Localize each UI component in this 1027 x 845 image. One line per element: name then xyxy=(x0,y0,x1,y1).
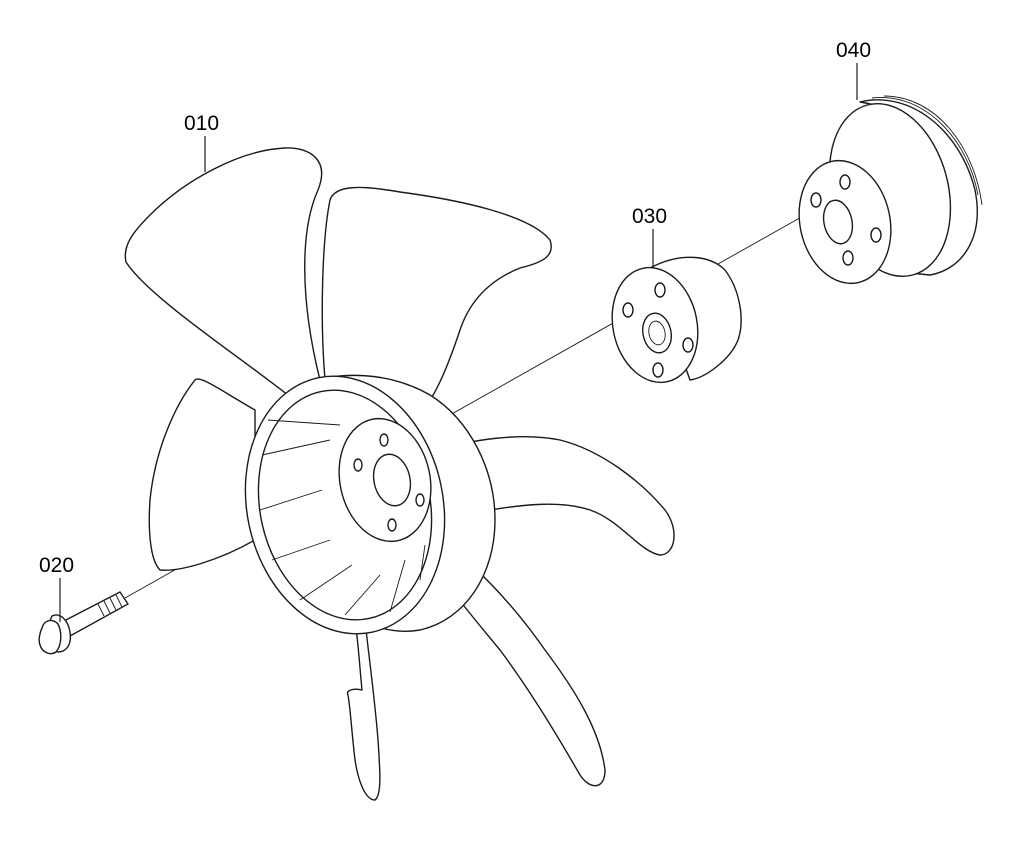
fan-blade-3 xyxy=(148,378,256,571)
callout-pulley: 040 xyxy=(836,39,871,100)
callout-label-020: 020 xyxy=(39,554,74,577)
pulley-bolt-holes xyxy=(810,174,882,266)
pulley-bore xyxy=(822,199,854,245)
fan-blade-4 xyxy=(439,436,675,556)
fan-hub-ribs xyxy=(259,419,426,616)
bolt-head xyxy=(38,619,62,655)
fan-blade-6 xyxy=(346,619,381,801)
flange-bolt[interactable] xyxy=(38,591,129,655)
callout-bolt: 020 xyxy=(39,554,74,622)
fan-spacer[interactable] xyxy=(602,256,742,390)
fan-hub-bolt-holes xyxy=(353,433,425,532)
callout-label-040: 040 xyxy=(836,39,871,62)
bolt-thread xyxy=(97,594,123,617)
fan-blade-5 xyxy=(439,544,606,787)
fan-hub-bore xyxy=(372,453,412,507)
pulley-hub-face xyxy=(798,159,892,285)
callout-label-030: 030 xyxy=(632,205,667,228)
callout-fan: 010 xyxy=(184,112,219,172)
fan-hub-face xyxy=(338,417,432,543)
water-pump-pulley[interactable] xyxy=(788,90,983,292)
spacer-bolt-holes xyxy=(622,282,694,378)
callout-label-010: 010 xyxy=(184,112,219,135)
fan-blade-assembly[interactable] xyxy=(124,147,675,801)
fan-blade-1 xyxy=(124,147,323,406)
spacer-face xyxy=(611,266,699,384)
spacer-bore xyxy=(641,312,673,354)
fan-blade-2 xyxy=(321,186,552,401)
callout-spacer: 030 xyxy=(632,205,667,268)
